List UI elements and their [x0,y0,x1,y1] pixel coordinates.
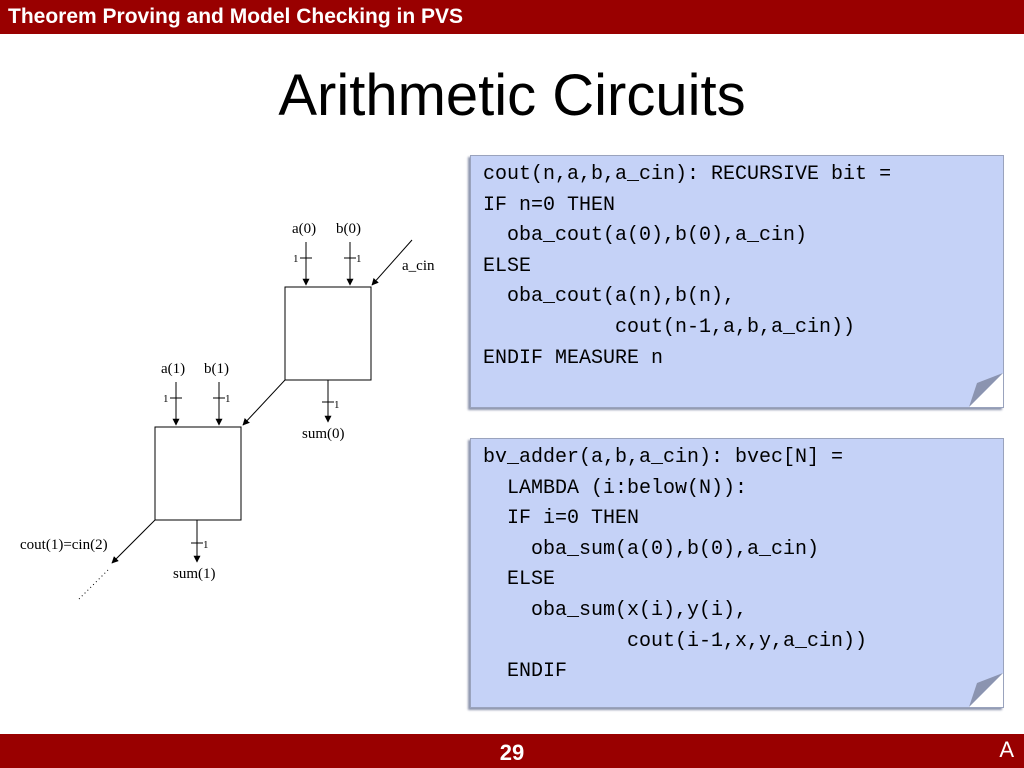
code-box-cout: cout(n,a,b,a_cin): RECURSIVE bit = IF n=… [470,155,1004,408]
wire-a-cin [371,239,413,286]
presentation-title: Theorem Proving and Model Checking in PV… [8,5,464,28]
page-curl-icon [969,673,1003,707]
label-cout-cin: cout(1)=cin(2) [20,537,108,553]
code-bv-adder: bv_adder(a,b,a_cin): bvec[N] = LAMBDA (i… [483,446,868,684]
adder-circuit-diagram: a(0) b(0) 1 1 a_cin 1 sum(0) a(1) b(1) 1… [20,221,435,601]
width-label: 1 [225,393,231,405]
slide-title: Arithmetic Circuits [278,63,746,128]
label-b1: b(1) [204,361,229,377]
width-label: 1 [356,253,362,265]
label-sum0: sum(0) [302,426,345,442]
page-number: 29 [499,740,525,765]
label-a-cin: a_cin [402,258,435,274]
label-a0: a(0) [292,221,316,237]
header-bar: Theorem Proving and Model Checking in PV… [0,0,1024,34]
wire-continuation [77,569,109,601]
width-label: 1 [203,539,209,551]
code-box-bv-adder: bv_adder(a,b,a_cin): bvec[N] = LAMBDA (i… [470,438,1004,708]
width-label: 1 [163,393,169,405]
wire-carry-out [111,519,156,564]
footer-bar: 29 A [0,734,1024,768]
page-curl-icon [969,373,1003,407]
wire-carry-0-1 [242,379,286,426]
adder-block-bit1 [154,426,242,521]
label-a1: a(1) [161,361,185,377]
width-label: 1 [293,253,299,265]
label-sum1: sum(1) [173,566,216,582]
code-cout: cout(n,a,b,a_cin): RECURSIVE bit = IF n=… [483,163,892,370]
adder-block-bit0 [284,286,372,381]
label-b0: b(0) [336,221,361,237]
footer-mark: A [999,737,1014,762]
width-label: 1 [334,399,340,411]
